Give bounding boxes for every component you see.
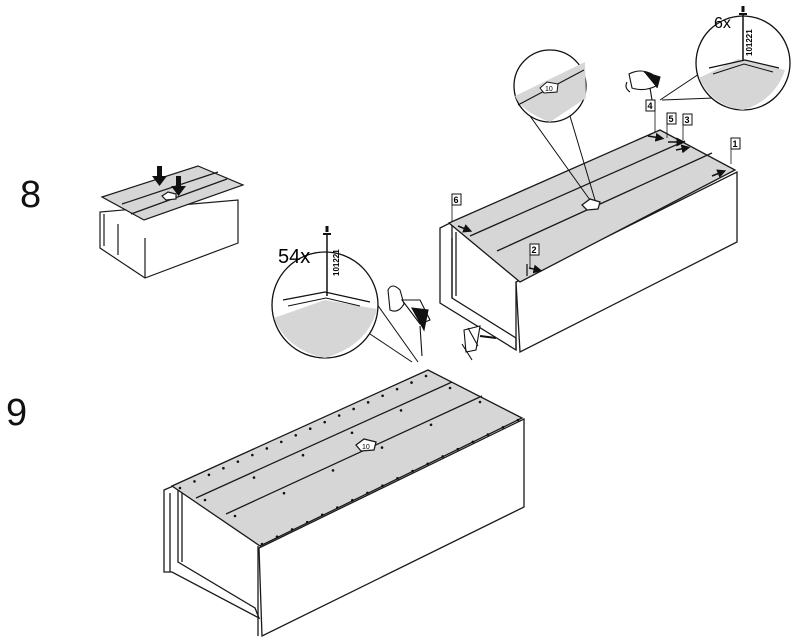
part-code-label-main: 101221 [332, 249, 341, 276]
part-tag-1: 1 [730, 137, 741, 164]
direction-arrows [457, 132, 727, 274]
nail-dot [486, 433, 490, 436]
nail-dot [471, 440, 475, 444]
step8-panel-label-icon [161, 191, 177, 201]
nail-icon [739, 6, 747, 60]
nail-dot [426, 462, 429, 466]
hammer-icon [461, 325, 497, 361]
nail-dot [441, 455, 445, 458]
nail-dot [366, 491, 369, 495]
svg-text:3: 3 [685, 115, 690, 125]
svg-text:6: 6 [454, 195, 459, 205]
nail-dot [411, 469, 414, 473]
nail-dot [501, 425, 505, 429]
step-number-8: 8 [20, 174, 42, 216]
nail-dot [275, 535, 279, 539]
nail-dot [429, 423, 433, 427]
nail-dot [265, 447, 269, 450]
nail-dot [366, 401, 370, 404]
hand-icon [387, 285, 431, 357]
nail-dot [178, 486, 182, 490]
nail-dot [305, 520, 309, 524]
part-tag-2: 2 [529, 243, 540, 268]
nail-dot [193, 480, 196, 483]
nail-dot [290, 528, 294, 531]
nail-dot [252, 476, 256, 479]
nail-dot [448, 386, 452, 390]
nail-dot [331, 469, 335, 472]
svg-text:10: 10 [545, 86, 553, 93]
step8-cabinet-illustration [99, 165, 245, 279]
nail-positions [178, 374, 520, 546]
label-detail-magnifier: 10 [513, 49, 596, 201]
nail-detail-main: 54x 101221 [271, 226, 419, 363]
nail-dot [381, 394, 384, 398]
nail-dot [395, 387, 399, 391]
nail-dot [308, 427, 312, 431]
nail-dot [352, 407, 355, 411]
part-tags: 1 2 3 4 5 [451, 99, 741, 268]
nail-dot [207, 473, 211, 477]
nail-dot [323, 420, 327, 424]
nail-dot [337, 414, 341, 417]
nail-dot [399, 409, 403, 412]
nail-dot [301, 453, 305, 457]
step9-upper-cabinet [439, 129, 738, 354]
nail-dot [478, 400, 482, 404]
nail-dot [320, 513, 324, 517]
nail-dot [350, 431, 354, 435]
nail-dot [351, 498, 354, 502]
nail-dot [335, 506, 339, 509]
nail-dot [222, 466, 225, 470]
step-number-9: 9 [6, 392, 28, 434]
nail-dot [260, 542, 264, 546]
nail-dot [396, 477, 399, 480]
nail-dot [282, 491, 286, 495]
nail-dot [294, 433, 298, 437]
panel-label-10: 10 [362, 444, 370, 451]
svg-text:2: 2 [532, 245, 537, 255]
part-code-label: 101221 [745, 29, 754, 56]
part-tag-5: 5 [666, 112, 677, 138]
hammer-icon [625, 70, 661, 101]
quantity-6x: 6x [714, 15, 731, 32]
nail-icon [323, 226, 331, 296]
nail-dot [516, 418, 520, 422]
nail-dot [279, 440, 283, 444]
nail-dot [380, 446, 384, 449]
part-tag-4: 4 [645, 99, 656, 132]
part-tag-6: 6 [451, 193, 462, 222]
nail-dot [424, 374, 428, 378]
nail-detail-top: 6x 101221 [659, 6, 791, 111]
nail-dot [381, 484, 384, 487]
quantity-54x: 54x [278, 246, 310, 268]
arrow-down-icon [152, 166, 186, 196]
svg-text:4: 4 [648, 101, 653, 111]
nail-dot [233, 514, 237, 518]
nail-dot [251, 453, 254, 457]
nail-dot [203, 498, 207, 502]
step9-lower-cabinet [163, 369, 525, 638]
nail-dot [410, 381, 413, 384]
nail-dot [236, 460, 240, 463]
svg-text:5: 5 [669, 114, 674, 124]
nail-dot [456, 447, 460, 451]
svg-text:1: 1 [733, 139, 738, 149]
part-tag-3: 3 [682, 113, 693, 140]
